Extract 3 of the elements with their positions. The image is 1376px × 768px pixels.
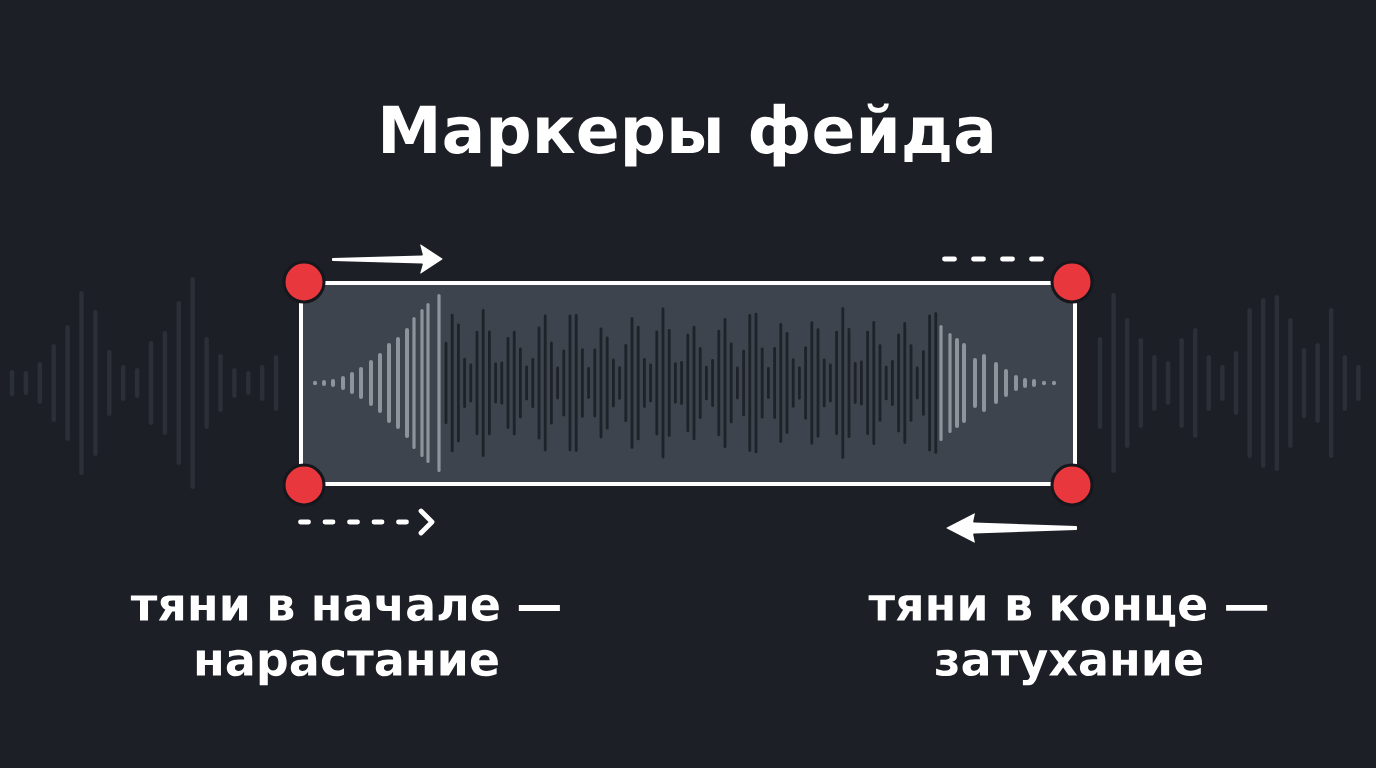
title: Маркеры фейда <box>383 103 992 167</box>
caption: тяни в начале — нарастание <box>130 594 560 686</box>
caption: тяни в конце — затухание <box>868 594 1268 686</box>
